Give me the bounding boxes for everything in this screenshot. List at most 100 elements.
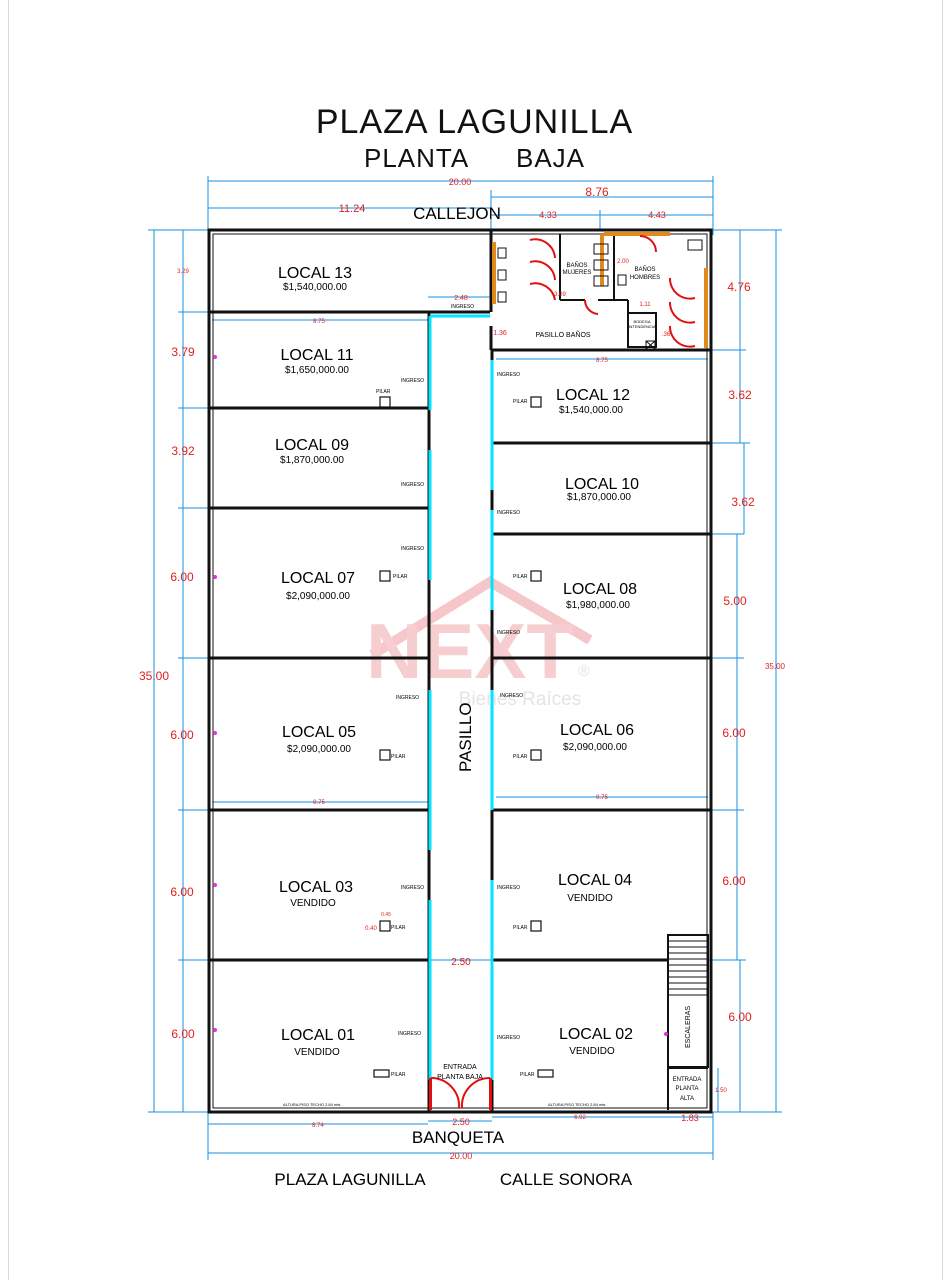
dim-small-6: .36 [662, 332, 671, 338]
local-08-name: LOCAL 08 [563, 581, 637, 598]
svg-text:PILAR: PILAR [513, 399, 528, 405]
svg-text:PILAR: PILAR [393, 574, 408, 580]
pasillo-banos-label: PASILLO BAÑOS [535, 330, 590, 339]
banos-mujeres-label-2: MUJERES [563, 270, 592, 276]
local-01-price: VENDIDO [294, 1047, 340, 1058]
dim-small-8: 0.45 [381, 912, 391, 918]
dim-small-1: 2.48 [454, 295, 468, 302]
dim-875-d: 8.75 [596, 795, 608, 801]
restroom-fixtures [429, 232, 708, 1110]
local-04-price: VENDIDO [567, 893, 613, 904]
dim-small-2: 1.36 [493, 330, 507, 337]
svg-text:PILAR: PILAR [520, 1072, 535, 1078]
corridor-label: PASILLO [456, 702, 475, 772]
svg-text:PILAR: PILAR [513, 925, 528, 931]
local-10-price: $1,870,000.00 [567, 492, 631, 503]
dim-top-left: 11.24 [339, 203, 366, 215]
bodega-label-2: INTENDENCIA [628, 324, 655, 329]
escaleras-label: ESCALERAS [685, 1006, 692, 1048]
pilar-labels: PILAR PILAR PILAR PILAR PILAR PILAR PILA… [376, 389, 535, 1078]
dim-bottom-r2: 1.83 [681, 1113, 699, 1123]
svg-text:INGRESO: INGRESO [500, 693, 523, 699]
dim-right-1: 4.76 [727, 280, 751, 294]
svg-text:PILAR: PILAR [376, 389, 391, 395]
dim-top-total: 20.00 [449, 177, 472, 187]
plan-title: PLAZA LAGUNILLA [315, 103, 634, 141]
local-07-name: LOCAL 07 [281, 570, 355, 587]
svg-text:INGRESO: INGRESO [396, 695, 419, 701]
svg-text:INGRESO: INGRESO [497, 372, 520, 378]
street-callejon: CALLEJON [413, 204, 501, 223]
banos-hombres-label-2: HOMBRES [630, 275, 660, 281]
dim-left-3: 3.92 [171, 444, 195, 458]
local-12-name: LOCAL 12 [556, 387, 630, 404]
dimension-lines [148, 176, 782, 1160]
local-12-price: $1,540,000.00 [559, 405, 623, 416]
altura-notes: ALTURA PISO TECHO 2.84 mts ALTURA PISO T… [283, 1102, 605, 1107]
watermark-brand: NEXT [366, 607, 574, 695]
dim-left-7: 6.00 [171, 1027, 195, 1041]
street-calle-sonora: CALLE SONORA [500, 1170, 633, 1189]
dim-right-8: 1.50 [715, 1088, 727, 1094]
banos-hombres-label-1: BAÑOS [634, 266, 655, 273]
dim-left-4: 6.00 [170, 570, 194, 584]
corridor-openings [428, 314, 494, 1080]
local-02-name: LOCAL 02 [559, 1026, 633, 1043]
watermark-sub: Bienes Raíces [459, 689, 582, 710]
bodega-label-1: BODEGA [633, 319, 650, 324]
svg-text:INGRESO: INGRESO [398, 1031, 421, 1037]
dim-875-b: 8.75 [596, 358, 608, 364]
dim-right-total: 35.00 [765, 662, 786, 671]
svg-text:INGRESO: INGRESO [401, 378, 424, 384]
svg-text:INGRESO: INGRESO [497, 1035, 520, 1041]
local-10-name: LOCAL 10 [565, 476, 639, 493]
dim-small-3: 3.09 [554, 292, 566, 298]
dim-875-a: 8.75 [313, 319, 325, 325]
svg-text:INGRESO: INGRESO [497, 510, 520, 516]
local-04-name: LOCAL 04 [558, 872, 632, 889]
local-03-name: LOCAL 03 [279, 879, 353, 896]
dim-left-total: 35.00 [139, 669, 169, 683]
dim-small-5: 1.11 [639, 302, 651, 308]
local-11-price: $1,650,000.00 [285, 365, 349, 376]
dim-right-6: 6.00 [722, 874, 746, 888]
dim-875-c: 8.75 [313, 800, 325, 806]
banos-mujeres-label-1: BAÑOS [566, 262, 587, 269]
entrada-pb-label-2: PLANTA BAJA [437, 1074, 483, 1081]
svg-text:PILAR: PILAR [391, 754, 406, 760]
svg-text:INGRESO: INGRESO [451, 304, 474, 310]
dim-bottom-mid: 2.50 [452, 1117, 470, 1127]
svg-text:INGRESO: INGRESO [401, 546, 424, 552]
entrada-pa-label-2: PLANTA [676, 1086, 699, 1092]
svg-text:PILAR: PILAR [391, 925, 406, 931]
dim-small-4: 2.00 [617, 259, 629, 265]
local-09-price: $1,870,000.00 [280, 455, 344, 466]
local-11-name: LOCAL 11 [281, 347, 354, 364]
svg-text:INGRESO: INGRESO [401, 885, 424, 891]
stairs-treads [668, 940, 708, 996]
dim-right-3: 3.62 [731, 495, 755, 509]
dim-right-4: 5.00 [723, 594, 747, 608]
drawing-sheet [8, 0, 943, 1280]
dim-bottom-r1: 6.92 [574, 1115, 586, 1121]
dim-bottom-total: 20.00 [450, 1151, 473, 1161]
entrada-pa-label-1: ENTRADA [673, 1077, 702, 1083]
svg-text:PILAR: PILAR [391, 1072, 406, 1078]
local-09-name: LOCAL 09 [275, 437, 349, 454]
dim-top-right: 8.76 [585, 185, 609, 199]
dim-mid-corr: 2.50 [451, 957, 471, 968]
local-05-name: LOCAL 05 [282, 724, 356, 741]
dim-top-r2: 4.43 [648, 210, 666, 220]
ingreso-labels: INGRESO INGRESO INGRESO INGRESO INGRESO … [396, 304, 523, 1041]
svg-text:INGRESO: INGRESO [497, 630, 520, 636]
local-06-name: LOCAL 06 [560, 722, 634, 739]
local-names: LOCAL 13 LOCAL 11 LOCAL 09 LOCAL 07 LOCA… [275, 265, 639, 1044]
dim-left-5: 6.00 [170, 728, 194, 742]
local-07-price: $2,090,000.00 [286, 591, 350, 602]
dim-left-6: 6.00 [170, 885, 194, 899]
magenta-markers [213, 355, 668, 1036]
dim-left-2: 3.79 [171, 345, 195, 359]
dim-small-7: 0.40 [365, 926, 377, 932]
street-plaza-lagunilla: PLAZA LAGUNILLA [274, 1170, 426, 1189]
